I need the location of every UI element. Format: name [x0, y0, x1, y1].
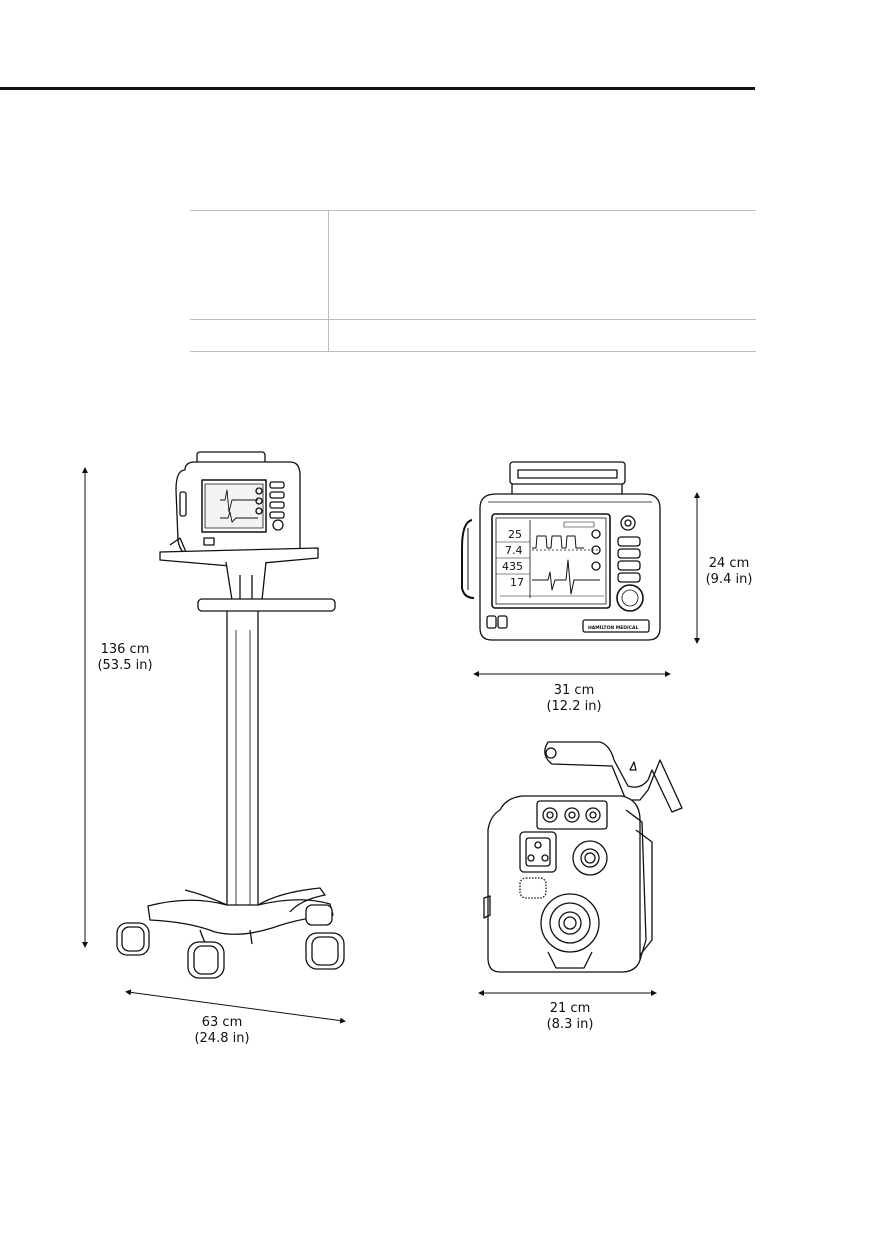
device-width-metric: 31 cm	[553, 683, 595, 698]
device-height-metric: 24 cm	[708, 556, 750, 571]
cart-width-metric: 63 cm	[201, 1015, 243, 1030]
cart-illustration	[116, 451, 345, 979]
device-depth-imperial: (8.3 in)	[546, 1017, 594, 1032]
cart-height-label: 136 cm (53.5 in)	[95, 642, 155, 674]
ventilator-front-illustration	[461, 461, 661, 641]
brand-plate-text: HAMILTON MEDICAL	[588, 625, 638, 631]
cart-width-imperial: (24.8 in)	[194, 1031, 250, 1046]
table-column-divider	[328, 210, 329, 352]
table-border-top	[190, 210, 756, 211]
table-border-bottom	[190, 351, 756, 352]
device-height-label: 24 cm (9.4 in)	[702, 556, 756, 588]
device-height-imperial: (9.4 in)	[705, 572, 753, 587]
device-width-imperial: (12.2 in)	[546, 699, 602, 714]
spec-table	[190, 210, 756, 352]
cart-width-dimension-line	[125, 989, 346, 1024]
reading-volume: 435	[502, 560, 523, 573]
reading-ph: 7.4	[505, 544, 523, 557]
cart-height-imperial: (53.5 in)	[97, 658, 153, 673]
device-depth-label: 21 cm (8.3 in)	[540, 1001, 600, 1033]
cart-width-label: 63 cm (24.8 in)	[190, 1015, 254, 1047]
reading-pressure: 25	[508, 528, 522, 541]
header-rule	[0, 87, 755, 90]
reading-rate: 17	[510, 576, 524, 589]
device-depth-metric: 21 cm	[549, 1001, 591, 1016]
cart-height-metric: 136 cm	[100, 642, 150, 657]
ventilator-side-illustration	[483, 741, 683, 973]
table-row-divider	[190, 319, 756, 320]
device-width-label: 31 cm (12.2 in)	[543, 683, 605, 715]
